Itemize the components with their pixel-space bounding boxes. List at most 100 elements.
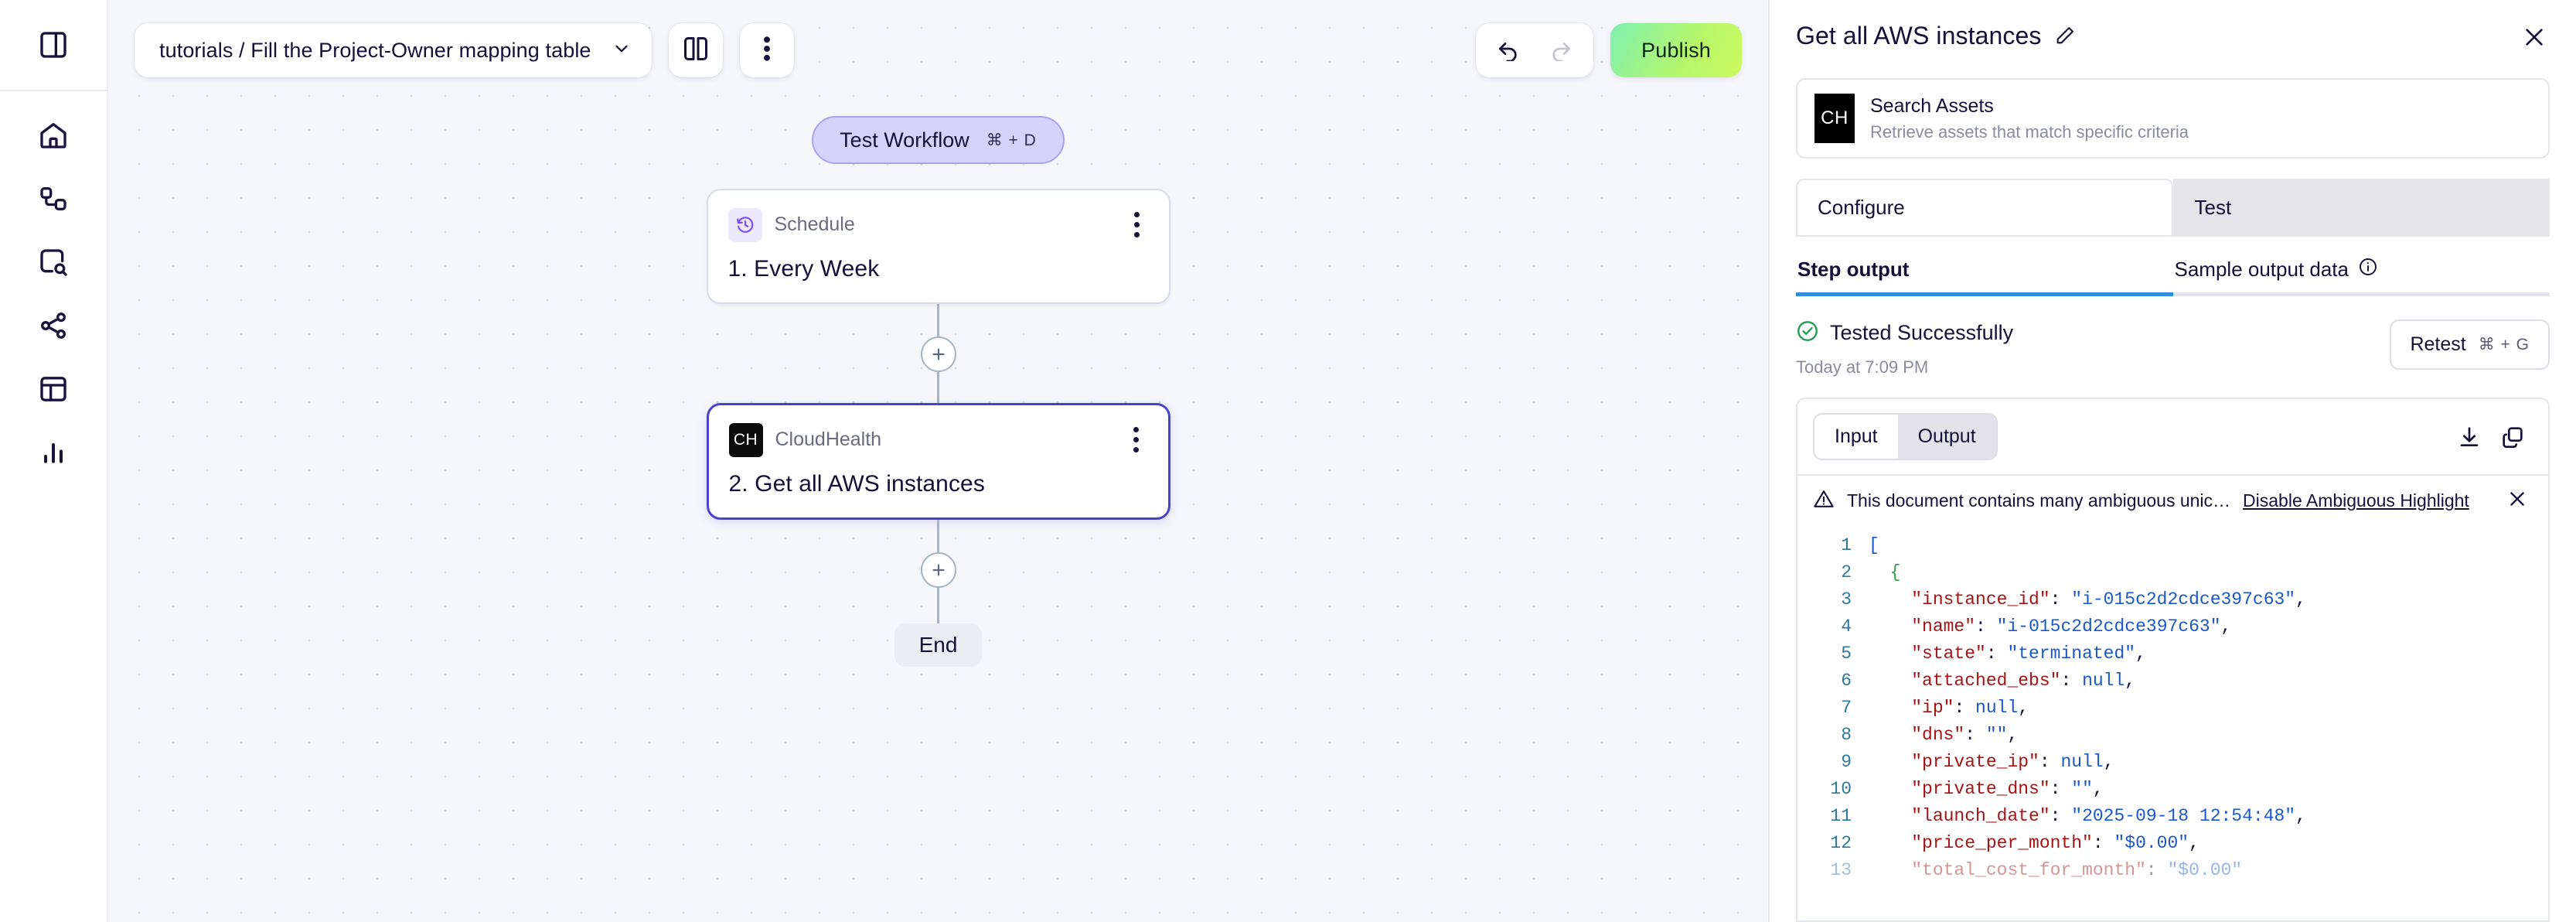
sidebar-item-search-assets[interactable]: [26, 238, 81, 286]
disable-ambiguous-highlight-link[interactable]: Disable Ambiguous Highlight: [2243, 490, 2469, 511]
undo-redo-group: [1476, 23, 1594, 77]
workflow-node-cloudhealth[interactable]: CH CloudHealth 2. Get all AWS instances: [706, 403, 1170, 520]
output-tab[interactable]: Output: [1897, 415, 1996, 459]
page-title: Get all AWS instances: [1796, 22, 2042, 50]
code-line: 9 "private_ip": null,: [1797, 749, 2548, 776]
success-check-icon: [1796, 319, 1819, 347]
line-number: 5: [1841, 644, 1852, 664]
code-text: "instance_id": "i-015c2d2cdce397c63",: [1911, 589, 2306, 610]
undo-button[interactable]: [1487, 29, 1530, 72]
redo-button[interactable]: [1539, 29, 1583, 72]
code-line: 5 "state": "terminated",: [1797, 640, 2548, 668]
tab-test[interactable]: Test: [2172, 179, 2550, 235]
cloudhealth-logo: CH: [728, 422, 763, 457]
code-text: "total_cost_for_month": "$0.00": [1911, 860, 2243, 880]
chevron-down-icon[interactable]: [612, 39, 632, 63]
retest-label: Retest: [2410, 333, 2466, 355]
node-menu-button[interactable]: [1125, 207, 1149, 242]
edit-pencil-icon[interactable]: [2054, 25, 2076, 50]
test-workflow-label: Test Workflow: [840, 128, 969, 152]
panel-subtabs: Step output Sample output data: [1796, 237, 2550, 296]
warning-triangle-icon: [1813, 488, 1835, 514]
share-icon: [38, 310, 69, 341]
json-output-code[interactable]: 1[2 {3 "instance_id": "i-015c2d2cdce397c…: [1797, 526, 2548, 920]
code-text: "ip": null,: [1911, 698, 2029, 718]
info-icon[interactable]: [2358, 257, 2378, 282]
ambiguous-unicode-warning: This document contains many ambiguous un…: [1797, 474, 2548, 526]
status-badge: Tested Successfully: [1830, 321, 2014, 344]
subtab-step-output[interactable]: Step output: [1796, 237, 2173, 296]
sidebar-toggle-region: [0, 0, 107, 91]
test-status-block: Tested Successfully Today at 7:09 PM: [1796, 319, 2013, 377]
code-text: "attached_ebs": null,: [1911, 671, 2136, 691]
close-icon[interactable]: [2519, 22, 2550, 56]
more-options-button[interactable]: [739, 23, 794, 77]
kebab-menu-icon: [757, 36, 777, 66]
code-line: 11 "launch_date": "2025-09-18 12:54:48",: [1797, 803, 2548, 830]
table-icon: [38, 374, 69, 405]
subtab-sample-output-data[interactable]: Sample output data: [1796, 237, 2550, 296]
test-status-row: Tested Successfully Today at 7:09 PM Ret…: [1796, 319, 2550, 377]
node-menu-button[interactable]: [1124, 422, 1148, 457]
asset-name: Search Assets: [1870, 94, 1994, 117]
docs-button[interactable]: [668, 23, 723, 77]
workflow-canvas-area[interactable]: tutorials / Fill the Project-Owner mappi…: [108, 0, 1768, 922]
line-number: 11: [1830, 806, 1852, 826]
line-number: 8: [1841, 725, 1852, 745]
panel-header: Get all AWS instances: [1770, 0, 2576, 63]
canvas-toolbar: tutorials / Fill the Project-Owner mappi…: [135, 23, 1742, 77]
workflow-node-schedule[interactable]: Schedule 1. Every Week: [706, 189, 1170, 304]
warning-close-icon[interactable]: [2502, 487, 2533, 515]
cloudhealth-logo: CH: [1814, 94, 1855, 143]
bar-chart-icon: [38, 437, 69, 468]
panel-toggle-icon: [38, 29, 69, 60]
warning-text: This document contains many ambiguous un…: [1847, 490, 2231, 511]
test-workflow-button[interactable]: Test Workflow ⌘ + D: [812, 116, 1065, 164]
node-title: 2. Get all AWS instances: [728, 471, 985, 497]
code-line: 13 "total_cost_for_month": "$0.00": [1797, 857, 2548, 884]
sidebar-item-analytics[interactable]: [26, 429, 81, 476]
line-number: 12: [1830, 833, 1852, 853]
workflow-end-node: End: [894, 623, 983, 667]
breadcrumb[interactable]: tutorials / Fill the Project-Owner mappi…: [135, 23, 652, 77]
copy-icon[interactable]: [2500, 425, 2525, 449]
sidebar-rail: [0, 0, 108, 922]
workflow-graph: Test Workflow ⌘ + D Schedule 1. Every We…: [108, 116, 1768, 667]
sidebar-item-tables[interactable]: [26, 365, 81, 413]
search-icon: [38, 247, 69, 278]
plus-icon: [930, 562, 947, 579]
sidebar-item-home[interactable]: [26, 111, 81, 159]
test-status-line: Tested Successfully: [1796, 319, 2013, 347]
download-icon[interactable]: [2457, 425, 2482, 449]
panel-toggle-button[interactable]: [26, 21, 81, 69]
io-action-buttons: [2457, 425, 2533, 449]
workflow-nodes-icon: [38, 183, 69, 214]
asset-card[interactable]: CH Search Assets Retrieve assets that ma…: [1796, 78, 2550, 159]
connector-line: [937, 304, 939, 336]
retest-shortcut: ⌘ + G: [2478, 336, 2530, 353]
retest-button[interactable]: Retest ⌘ + G: [2390, 319, 2550, 370]
subtab-sample-output-label: Sample output data: [2174, 258, 2349, 281]
add-step-button-2[interactable]: [920, 552, 956, 588]
code-text: "private_dns": "",: [1911, 779, 2104, 799]
sidebar-item-integrations[interactable]: [26, 302, 81, 350]
code-text: {: [1869, 562, 1901, 582]
line-number: 10: [1830, 779, 1852, 799]
add-step-button-1[interactable]: [920, 336, 956, 372]
code-line: 2 {: [1797, 559, 2548, 586]
code-text: "price_per_month": "$0.00",: [1911, 833, 2199, 853]
connector-line: [937, 520, 939, 552]
code-line: 12 "price_per_month": "$0.00",: [1797, 830, 2548, 857]
line-number: 7: [1841, 698, 1852, 718]
code-line: 4 "name": "i-015c2d2cdce397c63",: [1797, 613, 2548, 640]
sidebar-item-workflows[interactable]: [26, 175, 81, 223]
tab-configure[interactable]: Configure: [1796, 179, 2173, 235]
code-text: "name": "i-015c2d2cdce397c63",: [1911, 616, 2232, 637]
publish-button[interactable]: Publish: [1610, 23, 1742, 77]
code-text: "launch_date": "2025-09-18 12:54:48",: [1911, 806, 2306, 826]
code-line: 7 "ip": null,: [1797, 695, 2548, 722]
step-detail-panel: Get all AWS instances CH Search Assets R…: [1768, 0, 2576, 922]
io-viewer: Input Output: [1796, 398, 2550, 922]
input-tab[interactable]: Input: [1814, 415, 1898, 459]
